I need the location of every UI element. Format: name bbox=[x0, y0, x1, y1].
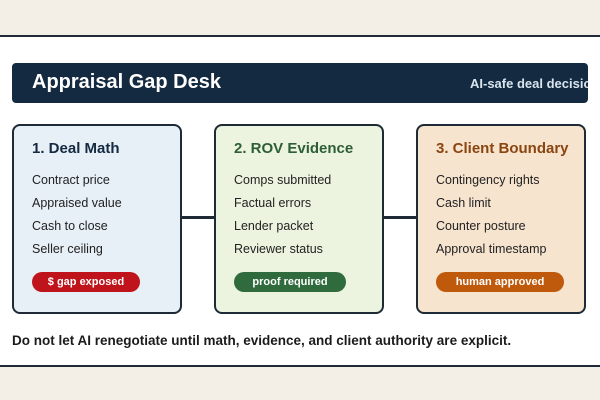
card-item: Comps submitted bbox=[234, 173, 332, 187]
card-item: Factual errors bbox=[234, 196, 312, 210]
card-item: Contract price bbox=[32, 173, 110, 187]
page-title: Appraisal Gap Desk bbox=[32, 71, 221, 93]
card-deal-math: 1. Deal Math Contract price Appraised va… bbox=[12, 124, 182, 314]
status-badge: human approved bbox=[436, 272, 564, 292]
card-item: Cash limit bbox=[436, 196, 491, 210]
footer-note: Do not let AI renegotiate until math, ev… bbox=[12, 333, 512, 348]
card-item: Seller ceiling bbox=[32, 242, 103, 256]
status-badge: proof required bbox=[234, 272, 346, 292]
card-title: 1. Deal Math bbox=[32, 140, 120, 157]
card-item-list: Contract price Appraised value Cash to c… bbox=[32, 172, 122, 264]
status-badge: $ gap exposed bbox=[32, 272, 140, 292]
card-title: 2. ROV Evidence bbox=[234, 140, 354, 157]
card-title: 3. Client Boundary bbox=[436, 140, 569, 157]
card-item: Cash to close bbox=[32, 219, 108, 233]
card-rov-evidence: 2. ROV Evidence Comps submitted Factual … bbox=[214, 124, 384, 314]
card-item: Appraised value bbox=[32, 196, 122, 210]
card-item: Approval timestamp bbox=[436, 242, 547, 256]
connector-2-3 bbox=[384, 216, 418, 219]
card-item: Lender packet bbox=[234, 219, 314, 233]
card-item-list: Comps submitted Factual errors Lender pa… bbox=[234, 172, 331, 264]
header-tagline: AI-safe deal decisio bbox=[470, 76, 588, 91]
card-item: Counter posture bbox=[436, 219, 526, 233]
card-item-list: Contingency rights Cash limit Counter po… bbox=[436, 172, 546, 264]
card-client-boundary: 3. Client Boundary Contingency rights Ca… bbox=[416, 124, 586, 314]
connector-1-2 bbox=[182, 216, 216, 219]
card-item: Contingency rights bbox=[436, 173, 540, 187]
header-bar: Appraisal Gap Desk AI-safe deal decisio bbox=[12, 63, 588, 103]
card-item: Reviewer status bbox=[234, 242, 323, 256]
